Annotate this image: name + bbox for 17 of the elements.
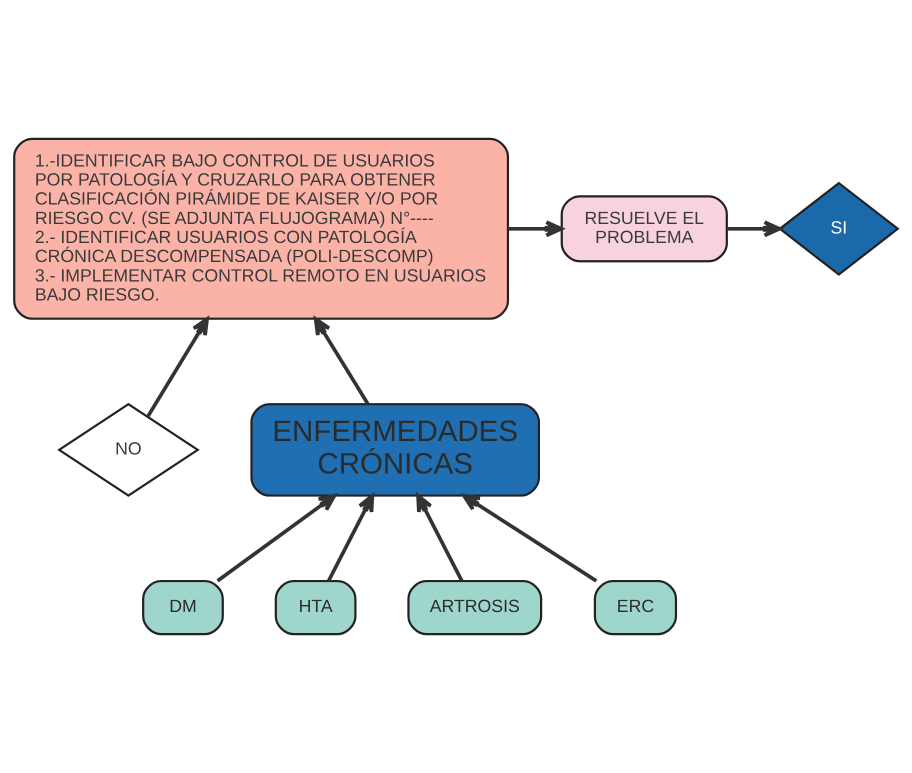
arrow (327, 494, 374, 582)
node-box: ENFERMEDADES CRÓNICAS (250, 403, 540, 497)
arrow (727, 220, 782, 238)
node-box: RESUELVE EL PROBLEMA (560, 195, 728, 262)
node-box: HTA (274, 580, 357, 636)
arrow (416, 494, 464, 582)
arrow (508, 220, 564, 238)
node-diamond: SI (778, 182, 900, 276)
node-box: ERC (594, 580, 678, 636)
node-box: 1.-IDENTIFICAR BAJO CONTROL DE USUARIOS POR PATOLOGÍA Y CRUZARLO PARA OBTENER CLASIFICACIÓN PIRÁMIDE DE KAISER Y/O POR RIESGO CV. (SE ADJUNTA FLUJOGRAMA) N°---- 2.- IDENTIFICAR USUARIOS CON PATOLOGÍA CRÓNICA DESCOMPENSADA (POLI-DESCOMP) 3.- IMPLEMENTAR CONTROL REMOTO EN USUARIOS BAJO RIESGO. (13, 138, 510, 320)
node-diamond: NO (57, 402, 200, 497)
arrow (216, 494, 336, 582)
node-box: DM (142, 580, 224, 636)
arrow (146, 317, 209, 418)
arrow (314, 317, 370, 405)
arrow (462, 494, 598, 582)
node-box: ARTROSIS (407, 580, 542, 636)
